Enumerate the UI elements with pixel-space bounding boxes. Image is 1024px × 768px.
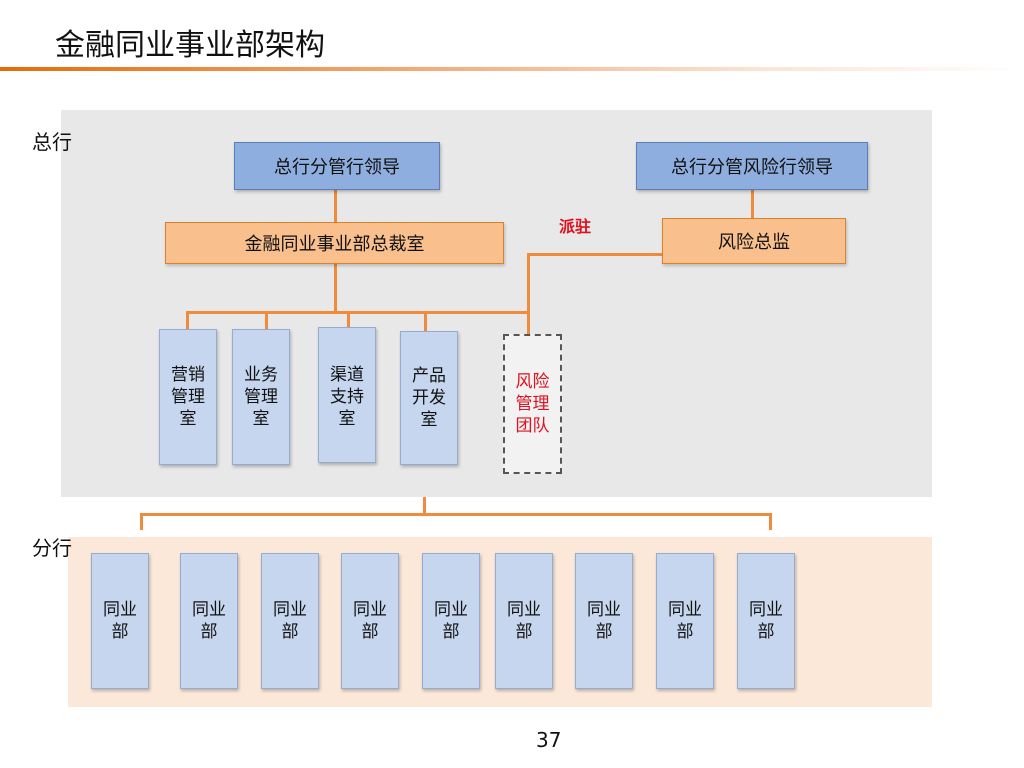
node-branch-unit: 同业部 [737,553,795,689]
node-department: 营销管理室 [159,329,217,465]
branch-unit-label: 同业部 [506,600,541,642]
node-branch-unit: 同业部 [261,553,319,689]
department-label: 业务管理室 [243,365,278,429]
node-branch-unit: 同业部 [180,553,238,689]
department-label: 产品开发室 [411,366,446,430]
risk-team-label: 风险管理团队 [515,372,550,436]
branch-unit-label: 同业部 [352,600,387,642]
title-underline [0,67,1024,71]
head-office-label: 总行 [32,130,72,154]
node-department: 产品开发室 [400,331,458,465]
node-risk-director: 风险总监 [662,218,846,264]
node-leader: 总行分管行领导 [234,142,440,190]
branch-bus [140,513,772,516]
connector-hq-branch [423,497,426,515]
branch-unit-label: 同业部 [272,600,307,642]
node-branch-unit: 同业部 [575,553,633,689]
node-leader-label: 总行分管行领导 [274,157,400,178]
connector-dispatch-vertical [527,253,530,313]
node-branch-unit: 同业部 [341,553,399,689]
connector-dept-4 [424,311,427,331]
connector-branch-left [140,513,143,530]
branch-unit-label: 同业部 [433,600,468,642]
connector-dept-3 [347,311,350,327]
branch-unit-label: 同业部 [191,600,226,642]
branch-unit-label: 同业部 [102,600,137,642]
node-president-office-label: 金融同业事业部总裁室 [244,234,425,255]
connector-president-bus [334,264,337,312]
node-risk-leader: 总行分管风险行领导 [636,142,868,190]
node-branch-unit: 同业部 [495,553,553,689]
connector-dept-1 [186,311,189,329]
branch-unit-label: 同业部 [586,600,621,642]
department-label: 渠道支持室 [329,365,364,429]
connector-riskleader-director [751,190,754,218]
connector-leader-president [334,190,337,222]
connector-branch-right [769,513,772,530]
branch-label: 分行 [32,536,72,560]
node-branch-unit: 同业部 [656,553,714,689]
department-label: 营销管理室 [170,365,205,429]
node-president-office: 金融同业事业部总裁室 [165,222,504,264]
node-department: 业务管理室 [232,329,290,465]
page-title: 金融同业事业部架构 [55,28,325,63]
node-risk-leader-label: 总行分管风险行领导 [671,157,833,178]
connector-risk-team [527,311,530,334]
node-department: 渠道支持室 [318,327,376,463]
dispatch-annotation: 派驻 [559,217,592,236]
department-bus [186,311,530,314]
page-number: 37 [536,728,562,752]
node-branch-unit: 同业部 [91,553,149,689]
branch-unit-label: 同业部 [748,600,783,642]
connector-dept-2 [265,311,268,329]
node-risk-director-label: 风险总监 [718,232,790,253]
node-branch-unit: 同业部 [422,553,480,689]
branch-unit-label: 同业部 [667,600,702,642]
node-risk-team: 风险管理团队 [503,334,562,474]
connector-dispatch-horizontal [527,253,663,256]
